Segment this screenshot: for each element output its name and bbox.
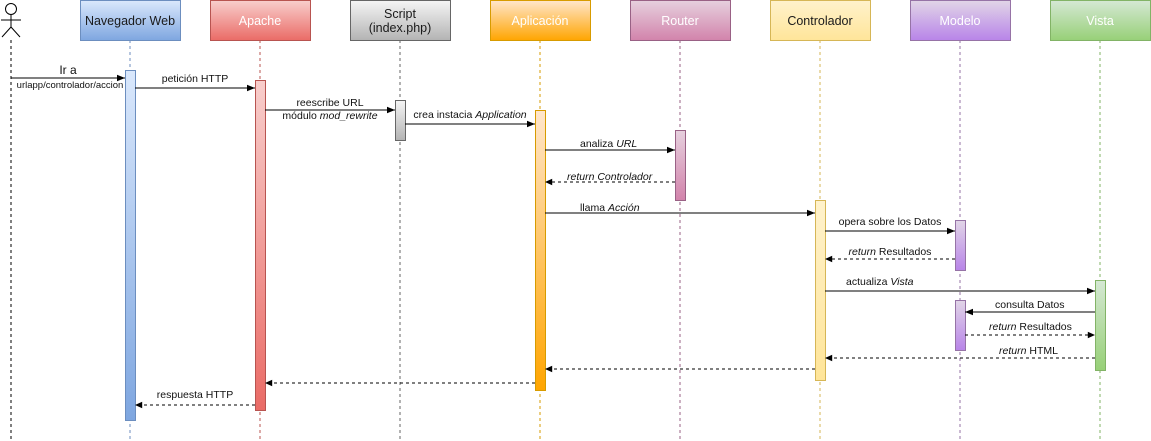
participant-model: Modelo <box>910 0 1011 41</box>
message-label-part: return Controlador <box>567 171 653 183</box>
participant-title: Modelo <box>940 14 981 28</box>
message-label: respuesta HTTP <box>157 389 233 401</box>
message-ret-resultados-1: return Resultados <box>825 246 955 263</box>
activation-bar-controller <box>815 200 826 381</box>
activation-bar-app <box>535 110 546 391</box>
message-label-part: return <box>849 246 877 258</box>
message-label: opera sobre los Datos <box>839 216 942 228</box>
message-respuesta: respuesta HTTP <box>135 389 255 409</box>
message-label: return HTML <box>999 345 1058 357</box>
message-label-part: Ir a <box>59 63 77 77</box>
message-label-part: analiza <box>580 138 616 150</box>
message-label-part: Application <box>474 109 527 121</box>
message-label: actualiza Vista <box>846 276 914 288</box>
message-label: analiza URL <box>580 138 637 150</box>
activation-bar-apache <box>255 80 266 411</box>
message-label-part: petición HTTP <box>162 73 229 85</box>
participant-script: Script(index.php) <box>350 0 451 41</box>
message-label-part: consulta Datos <box>995 299 1064 311</box>
participant-controller: Controlador <box>770 0 871 41</box>
participant-title: Apache <box>239 14 281 28</box>
message-ret-resultados-2: return Resultados <box>965 321 1095 339</box>
message-ir-a: Ir a urlapp/controlador/accion <box>11 63 125 91</box>
message-label-part: crea instacia <box>413 109 475 121</box>
message-label-part: llama <box>580 202 608 214</box>
message-sublabel: módulo mod_rewrite <box>282 110 377 122</box>
message-ret-html: return HTML <box>825 345 1095 362</box>
participant-title: Navegador Web <box>85 14 175 28</box>
message-label: consulta Datos <box>995 299 1064 311</box>
message-label: llama Acción <box>580 202 640 214</box>
participant-title: Script <box>384 7 416 21</box>
message-label-part: Acción <box>607 202 640 214</box>
message-label-part: HTML <box>1026 345 1058 357</box>
participant-view: Vista <box>1050 0 1151 41</box>
message-label-part: mod_rewrite <box>320 110 378 122</box>
participant-title: Vista <box>1086 14 1114 28</box>
activation-bar-script <box>395 100 406 141</box>
message-label-part: actualiza <box>846 276 890 288</box>
activation-bar-browser <box>125 70 136 421</box>
message-llama: llama Acción <box>545 202 815 217</box>
message-label-part: Resultados <box>1016 321 1071 333</box>
participant-subtitle: (index.php) <box>369 21 432 35</box>
message-label-part: módulo <box>282 110 319 122</box>
message-label: petición HTTP <box>162 73 229 85</box>
message-ret-controlador: return Controlador <box>545 171 675 186</box>
message-crea: crea instacia Application <box>405 109 535 128</box>
activation-bar-model <box>955 220 966 271</box>
message-label: reescribe URL <box>296 97 363 109</box>
message-analiza: analiza URL <box>545 138 675 154</box>
message-label: return Controlador <box>567 171 653 183</box>
message-label-part: Vista <box>890 276 913 288</box>
message-label-part: Resultados <box>876 246 931 258</box>
participant-router: Router <box>630 0 731 41</box>
message-label: crea instacia Application <box>413 109 526 121</box>
message-actualiza: actualiza Vista <box>825 276 1095 295</box>
participant-title: Router <box>661 14 699 28</box>
activation-bar-model <box>955 300 966 351</box>
participant-title: Controlador <box>787 14 852 28</box>
message-label-part: return <box>989 321 1017 333</box>
participant-browser: Navegador Web <box>80 0 181 41</box>
message-opera: opera sobre los Datos <box>825 216 955 235</box>
message-label: return Resultados <box>989 321 1072 333</box>
message-label-part: respuesta HTTP <box>157 389 233 401</box>
participant-apache: Apache <box>210 0 311 41</box>
message-peticion: petición HTTP <box>135 73 255 92</box>
message-label-part: URL <box>616 138 637 150</box>
message-label-part: opera sobre los Datos <box>839 216 942 228</box>
activation-bar-view <box>1095 280 1106 371</box>
message-consulta: consulta Datos <box>965 299 1095 316</box>
message-sublabel: urlapp/controlador/accion <box>17 80 124 91</box>
actor-user-icon <box>1 3 21 38</box>
message-label: return Resultados <box>849 246 932 258</box>
message-label: Ir a <box>59 63 77 77</box>
message-label-part: reescribe URL <box>296 97 363 109</box>
message-label-part: return <box>999 345 1027 357</box>
activation-bar-router <box>675 130 686 201</box>
participant-title: Aplicación <box>512 14 569 28</box>
participant-app: Aplicación <box>490 0 591 41</box>
